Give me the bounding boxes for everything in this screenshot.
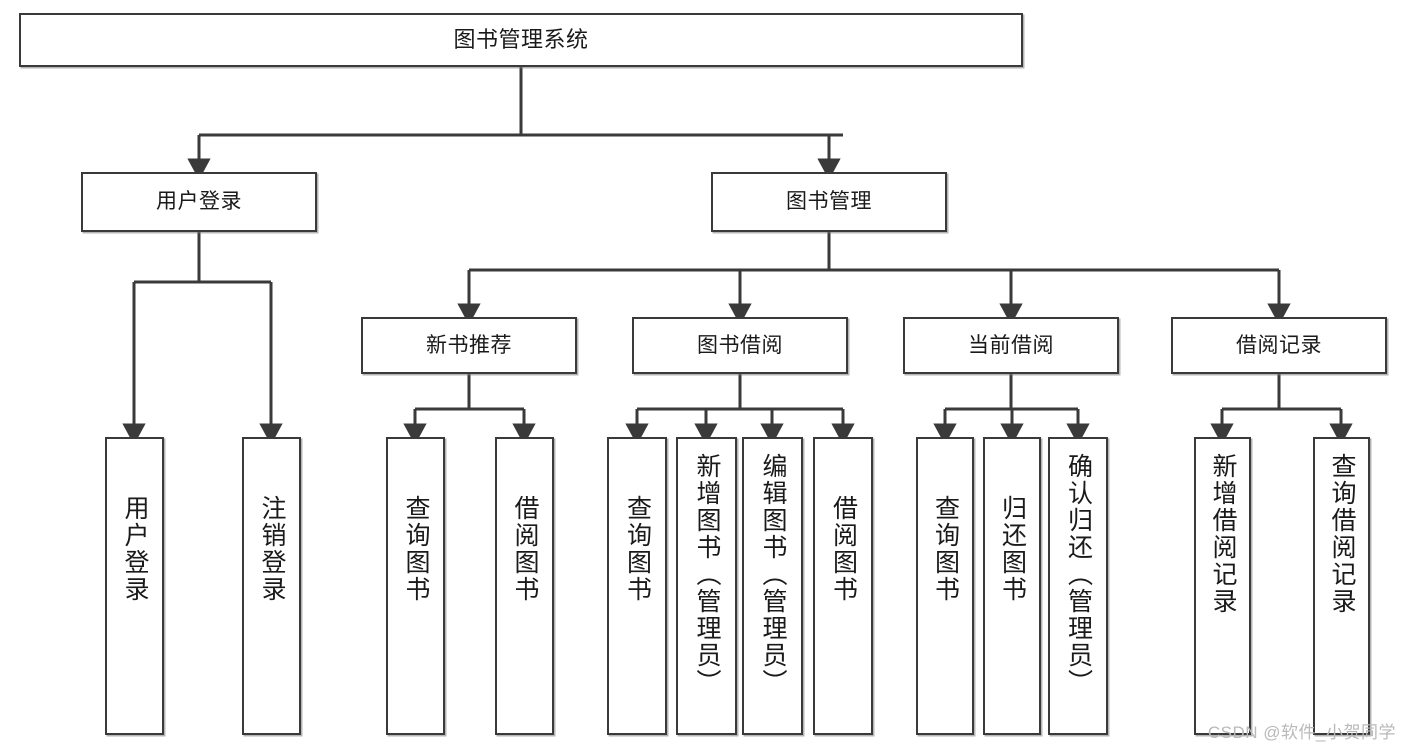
- node-leaf-user-login[interactable]: 用户登录: [105, 437, 164, 735]
- node-leaf-return-book[interactable]: 归还图书: [983, 437, 1041, 735]
- node-new-book-recommend[interactable]: 新书推荐: [361, 317, 577, 374]
- node-book-borrow[interactable]: 图书借阅: [632, 317, 848, 374]
- node-label: 用户登录: [156, 190, 242, 214]
- node-label: 用户登录: [121, 495, 149, 603]
- node-leaf-edit-book[interactable]: 编辑图书（管理员）: [742, 437, 803, 735]
- node-label: 查询图书: [931, 495, 960, 603]
- node-leaf-add-book[interactable]: 新增图书（管理员）: [676, 437, 737, 735]
- node-label: 借阅记录: [1236, 333, 1322, 357]
- node-leaf-add-borrow-record[interactable]: 新增借阅记录: [1194, 437, 1251, 735]
- node-label: 图书管理系统: [453, 26, 589, 52]
- node-label: 注销登录: [258, 495, 286, 603]
- node-label: 图书借阅: [697, 333, 783, 357]
- node-leaf-query-book-current[interactable]: 查询图书: [916, 437, 974, 735]
- node-leaf-confirm-return[interactable]: 确认归还（管理员）: [1048, 437, 1108, 735]
- node-label: 查询图书: [402, 495, 430, 603]
- node-book-management[interactable]: 图书管理: [711, 172, 947, 232]
- node-label: 确认归还（管理员）: [1064, 453, 1093, 696]
- node-current-borrow[interactable]: 当前借阅: [903, 317, 1119, 374]
- node-label: 编辑图书（管理员）: [759, 453, 787, 696]
- node-label: 图书管理: [786, 190, 872, 214]
- node-leaf-query-book-borrow[interactable]: 查询图书: [607, 437, 667, 735]
- node-label: 查询借阅记录: [1328, 453, 1356, 615]
- node-label: 查询图书: [623, 495, 652, 603]
- node-label: 新增图书（管理员）: [693, 453, 721, 696]
- node-leaf-query-borrow-record[interactable]: 查询借阅记录: [1313, 437, 1370, 735]
- node-borrow-record[interactable]: 借阅记录: [1171, 317, 1387, 374]
- node-user-login[interactable]: 用户登录: [81, 172, 317, 232]
- node-label: 借阅图书: [829, 495, 858, 603]
- node-label: 新书推荐: [426, 333, 512, 357]
- node-leaf-logout[interactable]: 注销登录: [242, 437, 301, 735]
- node-leaf-borrow-book-borrow[interactable]: 借阅图书: [813, 437, 873, 735]
- node-label: 归还图书: [998, 495, 1027, 603]
- csdn-watermark: CSDN @软件_小贺同学: [1207, 723, 1396, 742]
- node-book-management-system[interactable]: 图书管理系统: [19, 13, 1023, 67]
- node-label: 新增借阅记录: [1209, 453, 1237, 615]
- node-label: 借阅图书: [511, 495, 539, 603]
- node-leaf-borrow-book-recommend[interactable]: 借阅图书: [495, 437, 554, 735]
- node-leaf-query-book-recommend[interactable]: 查询图书: [386, 437, 445, 735]
- node-label: 当前借阅: [968, 333, 1054, 357]
